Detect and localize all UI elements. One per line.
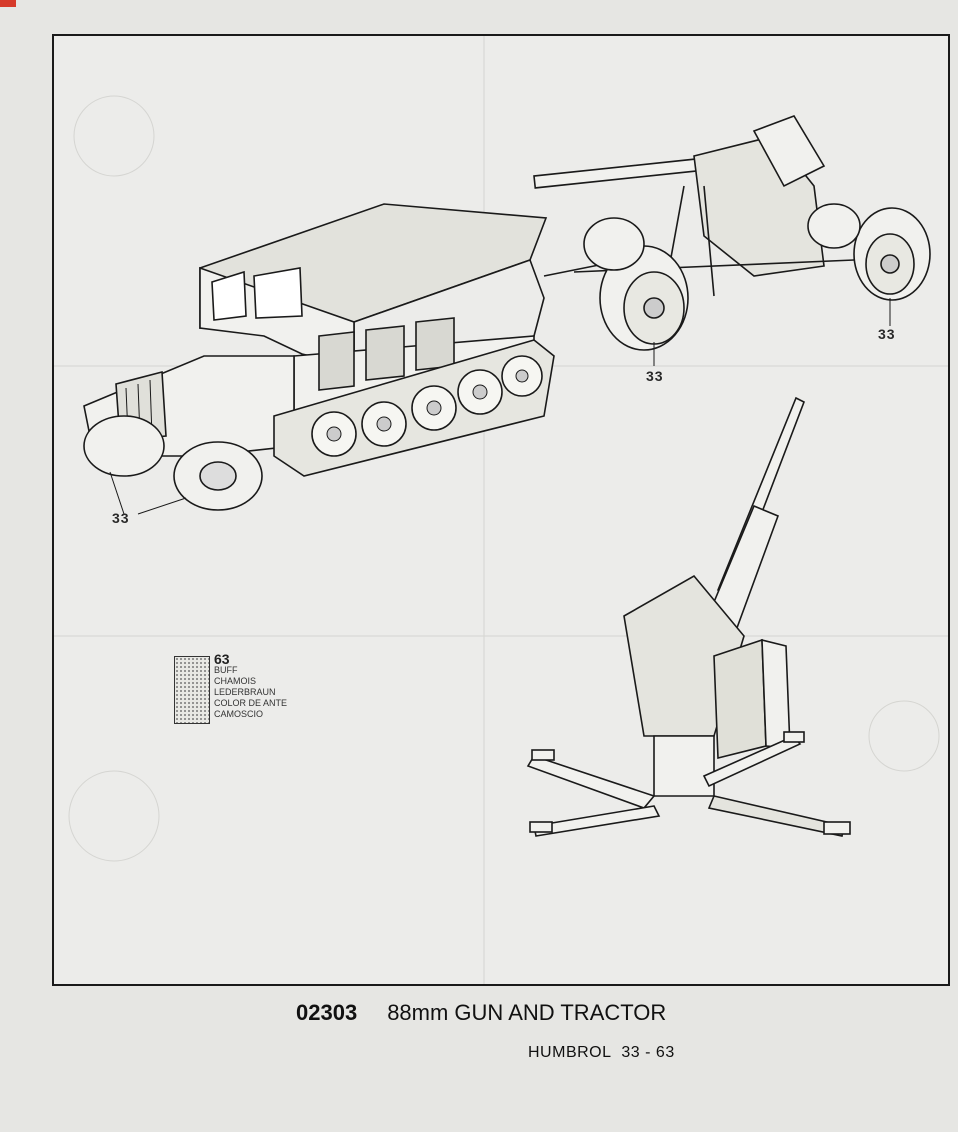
paint-legend: 63 BUFF CHAMOIS LEDERBRAUN COLOR DE ANTE… bbox=[174, 651, 288, 724]
legend-name-de: LEDERBRAUN bbox=[214, 687, 276, 697]
halftrack-tractor bbox=[83, 203, 615, 511]
legend-name-en: BUFF bbox=[214, 665, 238, 675]
kit-caption: 02303 88mm GUN AND TRACTOR bbox=[296, 1000, 666, 1026]
catalog-number: 02303 bbox=[296, 1000, 358, 1025]
paint-codes: 33 - 63 bbox=[621, 1044, 675, 1061]
line-drawing bbox=[54, 36, 948, 984]
paint-callout-front-wheel: 33 bbox=[112, 510, 130, 526]
legend-text: 63 BUFF CHAMOIS LEDERBRAUN COLOR DE ANTE… bbox=[214, 651, 288, 724]
paint-callout-rear-wheel: 33 bbox=[878, 326, 896, 342]
deployed-flak-gun bbox=[526, 396, 851, 837]
instruction-frame: 33 33 33 63 BUFF CHAMOIS LEDERBRAUN COLO… bbox=[52, 34, 950, 986]
corner-red-mark bbox=[0, 0, 16, 7]
legend-name-it: CAMOSCIO bbox=[214, 709, 264, 719]
towed-gun bbox=[533, 115, 931, 351]
legend-code: 63 bbox=[214, 651, 230, 667]
paint-reference: HUMBROL 33 - 63 bbox=[528, 1044, 675, 1062]
kit-title: 88mm GUN AND TRACTOR bbox=[387, 1000, 667, 1025]
paint-swatch bbox=[174, 656, 210, 724]
paint-callout-limber-wheel: 33 bbox=[646, 368, 664, 384]
legend-name-fr: CHAMOIS bbox=[214, 676, 257, 686]
paint-brand: HUMBROL bbox=[528, 1044, 612, 1061]
legend-name-es: COLOR DE ANTE bbox=[214, 698, 288, 708]
